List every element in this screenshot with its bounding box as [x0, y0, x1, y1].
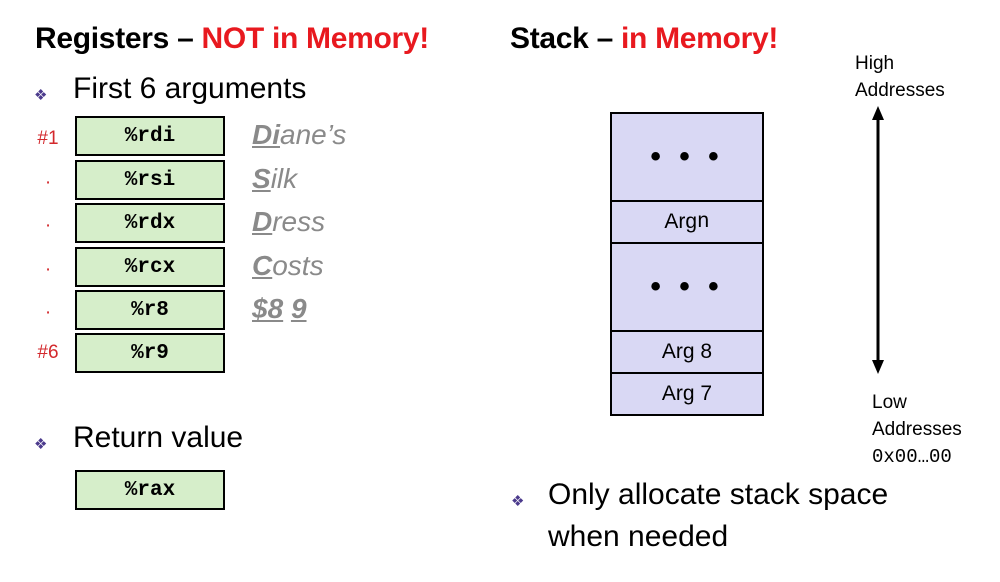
- low-address-value: 0x00…00: [872, 446, 952, 468]
- low-label: Low: [872, 392, 907, 413]
- registers-heading-prefix: Registers –: [35, 22, 202, 55]
- register-box: %r8: [75, 290, 225, 330]
- mnemonic-first: C: [252, 250, 273, 281]
- diamond-bullet-icon: ❖: [511, 493, 525, 510]
- register-box: %r9: [75, 333, 225, 373]
- high-label: High: [855, 53, 895, 74]
- return-title: Return value: [73, 421, 244, 454]
- diamond-bullet-icon: ❖: [34, 436, 48, 453]
- stack-heading-red: in Memory!: [621, 22, 779, 55]
- register-index: #1: [37, 128, 59, 149]
- low-addresses-label: Addresses: [872, 419, 962, 440]
- mnemonic-rest: ilk: [270, 163, 298, 194]
- register-index: ·: [44, 215, 52, 236]
- high-addresses-label: Addresses: [855, 80, 945, 101]
- stack-arg-7: Arg 7: [610, 372, 764, 416]
- mnemonic-rest: ane’s: [280, 119, 347, 150]
- stack-arg-prefix: Arg: [664, 210, 698, 233]
- mnemonic-rest: osts: [272, 250, 324, 281]
- register-index: ·: [44, 259, 52, 280]
- stack-note-line2: when needed: [548, 520, 729, 553]
- stack-dots: • • •: [650, 270, 724, 303]
- stack-arg-mono: n: [697, 210, 710, 234]
- stack-note-line1: Only allocate stack space: [548, 478, 889, 511]
- stack-dots: • • •: [650, 140, 724, 173]
- register-box: %rdi: [75, 116, 225, 156]
- registers-heading: Registers – NOT in Memory!: [35, 22, 429, 56]
- mnemonic: Diane’s: [252, 119, 346, 151]
- stack-ellipsis-middle: • • •: [610, 242, 764, 332]
- mnemonic: Dress: [252, 206, 325, 238]
- mnemonic-first: Di: [252, 119, 280, 150]
- registers-heading-red: NOT in Memory!: [201, 22, 429, 55]
- register-box: %rsi: [75, 160, 225, 200]
- mnemonic: Silk: [252, 163, 297, 195]
- register-index: #6: [37, 342, 59, 363]
- register-index: ·: [44, 172, 52, 193]
- mnemonic: Costs: [252, 250, 324, 282]
- mnemonic-r9: 9: [290, 293, 307, 324]
- register-box: %rdx: [75, 203, 225, 243]
- diamond-bullet-icon: ❖: [34, 87, 48, 104]
- stack-arg-8: Arg 8: [610, 330, 764, 374]
- mnemonic-first: S: [252, 163, 271, 194]
- mnemonic-first: D: [252, 206, 273, 237]
- register-box: %rcx: [75, 247, 225, 287]
- mnemonic-first: $8: [252, 293, 284, 324]
- return-register-box: %rax: [75, 470, 225, 510]
- mnemonic: $8 9: [252, 293, 307, 325]
- args-title: First 6 arguments: [73, 72, 307, 105]
- stack-heading-prefix: Stack –: [510, 22, 622, 55]
- stack-heading: Stack – in Memory!: [510, 22, 778, 56]
- double-arrow-icon: [872, 106, 884, 374]
- stack-ellipsis-top: • • •: [610, 112, 764, 202]
- mnemonic-rest: ress: [272, 206, 326, 237]
- register-index: ·: [44, 302, 52, 323]
- stack-arg-n: Arg n: [610, 200, 764, 244]
